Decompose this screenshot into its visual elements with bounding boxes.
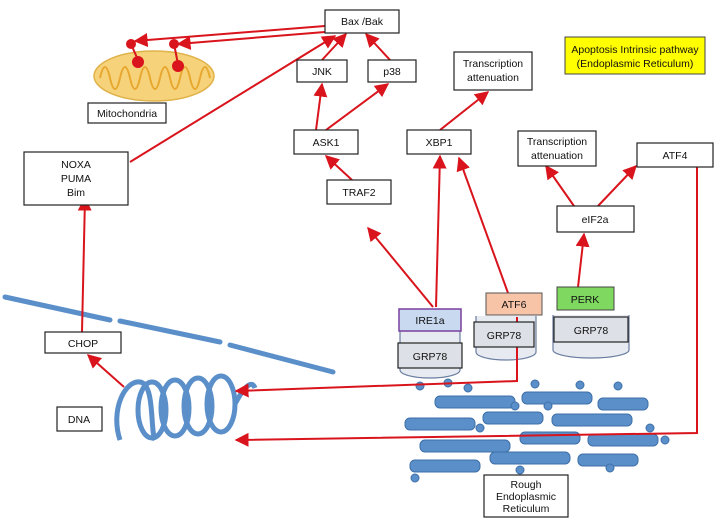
rough-er-line2: Endoplasmic [496, 491, 556, 503]
arrow-traf2-to-ask1 [324, 155, 353, 181]
arrow-atf4-to-dna [234, 166, 698, 447]
rough-er-icon [404, 378, 670, 483]
pathway-arrows [77, 25, 698, 447]
transcription-top-line2: attenuation [467, 72, 519, 84]
arrow-p38-to-bax [365, 32, 391, 61]
atf4-label: ATF4 [663, 150, 688, 162]
arrow-bax-to-mito-1 [133, 25, 326, 47]
membrane-icon [2, 294, 336, 375]
mitochondria-label: Mitochondria [97, 108, 157, 120]
legend-title-line1: Apoptosis Intrinsic pathway [571, 44, 699, 56]
arrow-eif2a-to-transcription [545, 164, 575, 207]
noxa-box [23, 151, 129, 206]
arrow-perk-to-eif2a [575, 232, 590, 288]
eif2a-label: eIF2a [582, 214, 609, 226]
perk-label: PERK [571, 294, 600, 306]
chop-label: CHOP [68, 338, 98, 350]
arrow-ire1a-to-xbp1 [432, 154, 447, 308]
atf6-box [485, 292, 543, 316]
grp78-label-1: GRP78 [413, 351, 448, 363]
traf2-box [326, 179, 392, 205]
mitochondria-box [87, 102, 167, 124]
rough-er-line3: Reticulum [503, 503, 550, 515]
legend-title-line2: (Endoplasmic Reticulum) [577, 58, 694, 70]
grp78-box-2 [473, 321, 535, 348]
jnk-box [296, 59, 348, 83]
mitochondria-icon [93, 50, 215, 102]
arrow-dna-to-chop [86, 354, 125, 388]
transcription-right-line2: attenuation [531, 150, 583, 162]
node-labels: Bax /Bak JNK p38 Transcription attenuati… [61, 16, 700, 515]
transcription-top-box [453, 51, 533, 91]
arrow-jnk-to-bax [321, 32, 347, 61]
ask1-label: ASK1 [313, 137, 340, 149]
grp78-box-3 [553, 316, 629, 343]
p38-box [367, 59, 417, 83]
bax-bak-label: Bax /Bak [341, 16, 384, 28]
perk-box [556, 286, 615, 311]
chop-box [44, 331, 122, 354]
arrow-ire1a-to-traf2 [367, 226, 434, 308]
arrow-bax-to-mito-2 [176, 31, 326, 50]
grp78-label-2: GRP78 [487, 330, 522, 342]
p38-label: p38 [383, 66, 401, 78]
transcription-right-line1: Transcription [527, 136, 587, 148]
arrow-noxa-to-bax [129, 35, 337, 163]
noxa-line1: NOXA [61, 159, 91, 171]
grp78-label-3: GRP78 [574, 325, 609, 337]
arrow-atf6-to-xbp1 [456, 156, 509, 294]
node-boxes [23, 9, 714, 518]
rough-er-line1: Rough [511, 479, 542, 491]
ask1-box [293, 129, 359, 155]
grp78-box-1 [397, 342, 463, 369]
noxa-line3: Bim [67, 187, 85, 199]
atf4-box [636, 142, 714, 168]
jnk-label: JNK [312, 66, 332, 78]
traf2-label: TRAF2 [342, 187, 375, 199]
atf6-label: ATF6 [502, 299, 527, 311]
bax-bak-box [324, 9, 400, 34]
xbp1-label: XBP1 [426, 137, 453, 149]
eif2a-box [556, 205, 635, 233]
transcription-top-line1: Transcription [463, 58, 523, 70]
legend-box [564, 36, 706, 75]
xbp1-box [406, 129, 472, 155]
arrow-xbp1-to-transcription [439, 91, 490, 131]
bax-pore-icons [126, 39, 184, 72]
arrow-eif2a-to-atf4 [597, 164, 637, 207]
ire1a-label: IRE1a [415, 315, 444, 327]
dna-label: DNA [68, 414, 90, 426]
ire1a-box [398, 308, 462, 332]
arrow-ask1-to-jnk [313, 82, 328, 131]
arrow-ask1-to-p38 [325, 83, 390, 131]
transcription-right-box [517, 130, 597, 167]
dna-box [56, 406, 103, 432]
dna-helix-icon [114, 373, 258, 442]
noxa-line2: PUMA [61, 173, 91, 185]
arrow-chop-to-noxa [77, 196, 92, 333]
rough-er-box [483, 474, 569, 518]
